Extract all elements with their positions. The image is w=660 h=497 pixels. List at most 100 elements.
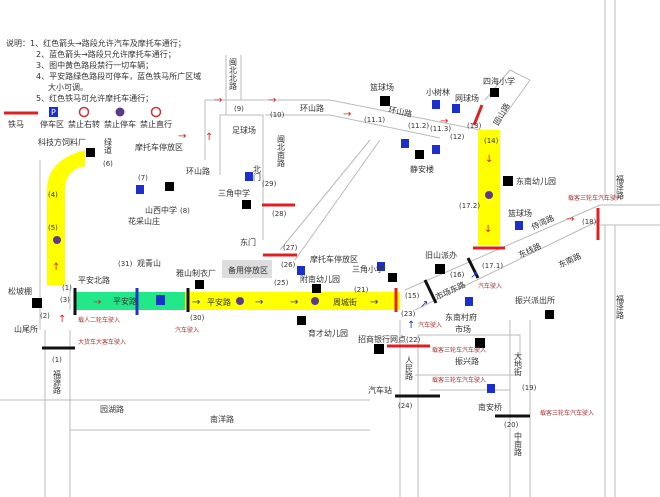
road-label: 环山路: [300, 103, 324, 113]
svg-text:→: →: [192, 297, 200, 308]
map-label: 载客三轮车汽车驶入: [432, 376, 486, 384]
legend-title: 说明：: [6, 39, 30, 48]
map-label: 松坡棚: [8, 286, 32, 296]
road-label: 福泽路: [616, 295, 625, 319]
map-label: (24): [398, 402, 413, 410]
parking-legend-icon: [49, 107, 58, 117]
place-labels: 科技方饲料厂 绿道 摩托车停放区 足球场 篮球场 小树林 网球场 四海小学 静安…: [8, 76, 556, 412]
legend-label: 停车区: [40, 119, 64, 129]
map-label: (21): [354, 286, 369, 294]
map-label: (17.1): [482, 262, 503, 270]
map-label: (25): [274, 279, 289, 287]
map-label: 招商银行网点: [358, 334, 406, 344]
legend-item: 1、红色箭头→路段允许汽车及摩托车通行；: [30, 39, 186, 48]
svg-text:→: →: [214, 95, 222, 106]
svg-text:→: →: [343, 109, 351, 120]
map-label: (15): [405, 292, 420, 300]
map-label: (8): [180, 207, 190, 215]
map-label: 东门: [240, 237, 256, 247]
map-label: (18): [582, 218, 597, 226]
map-label: 四海小学: [483, 76, 515, 86]
map-label: (11.3): [430, 125, 451, 133]
map-label: (17.2): [459, 202, 480, 210]
motorcycle-direction-arrows: →→→→↗↗↑: [192, 270, 478, 331]
legend-label: 禁止直行: [140, 119, 172, 129]
map-label: 三角小学: [352, 264, 384, 274]
map-label: 篮球场: [508, 208, 532, 218]
map-label: (16): [450, 271, 465, 279]
svg-text:↑: ↑: [58, 314, 66, 325]
map-label: 旧山派办: [425, 250, 457, 260]
map-label: (9): [234, 105, 244, 113]
svg-text:→: →: [440, 116, 448, 127]
svg-text:→: →: [370, 297, 378, 308]
map-label: (31): [118, 260, 133, 268]
entry-notes: 载人二轮车驶入 大货车大客车驶入 汽车驶入 汽车驶入 汽车驶入 载客三轮车汽车驶…: [78, 194, 622, 417]
map-label: 汽车驶入: [175, 326, 199, 334]
road-label: 闽北南路: [277, 135, 286, 167]
svg-text:→: →: [566, 214, 574, 225]
map-label: (30): [190, 314, 205, 322]
road-label: 侍湾路: [530, 213, 556, 232]
map-label: (13): [467, 122, 482, 130]
barriers: [42, 104, 600, 418]
road-label: 大地街: [514, 351, 523, 377]
road-label: 环山路: [186, 166, 210, 176]
parking-icons: [136, 100, 523, 393]
road-label: 东南路: [557, 251, 583, 270]
no-straight-legend-icon: [150, 106, 162, 118]
map-label: 小树林: [426, 87, 450, 97]
map-label: 汽车驶入: [418, 321, 442, 329]
map-label: (26): [281, 261, 296, 269]
legend-item: 5、红色铁马可允许摩托车通行；: [36, 94, 154, 103]
map-label: (28): [272, 210, 287, 218]
map-label: 雅山制衣厂: [176, 268, 216, 278]
map-label: (1): [62, 284, 72, 292]
map-label: 大货车大客车驶入: [78, 338, 126, 346]
map-label: (23): [401, 310, 416, 318]
legend-item: 3、图中黄色路段禁行一切车辆；: [36, 61, 154, 70]
reserve-parking-area: [222, 260, 272, 278]
legend-item: 2、蓝色箭头→路段只允许摩托车通行；: [36, 50, 176, 59]
svg-text:→: →: [255, 297, 263, 308]
map-label: 载客三轮车汽车驶入: [540, 409, 594, 417]
road-label: 东线路: [517, 241, 543, 260]
map-label: (1): [52, 356, 62, 364]
svg-text:↓: ↓: [485, 154, 493, 165]
road-label: 园湖路: [100, 404, 124, 414]
road-label: 福源路: [53, 370, 62, 394]
no-right-turn-legend-icon: [78, 106, 90, 118]
map-label: (2): [40, 312, 50, 320]
map-label: (20): [504, 421, 519, 429]
svg-text:→: →: [93, 297, 101, 308]
map-label: 山尾所: [14, 324, 38, 334]
map-label: 载人二轮车驶入: [78, 316, 120, 324]
map-label: 科技方饲料厂: [38, 137, 86, 147]
road-label: 平安北路: [78, 275, 110, 285]
map-label: (6): [103, 160, 113, 168]
map-label: (14): [484, 137, 499, 145]
no-parking-legend-icon: [115, 107, 125, 117]
landmark-markers: [32, 88, 554, 354]
closed-road-segment: [47, 150, 85, 285]
map-label: (10): [270, 111, 285, 119]
legend-item: 4、平安路绿色路段可停车，蓝色铁马所广区域: [36, 72, 202, 81]
road-label: 园山路: [491, 101, 512, 127]
map-label: 东南幼儿园: [516, 176, 556, 186]
svg-text:↑: ↑: [407, 320, 415, 331]
map-label: 静安楼: [410, 164, 434, 174]
map-label: 观青山: [137, 258, 161, 268]
map-label: (11.1): [364, 116, 385, 124]
map-label: 北门: [253, 165, 262, 182]
svg-text:↗: ↗: [470, 270, 478, 281]
map-label: 山西中学: [145, 205, 177, 215]
map-label: (27): [283, 244, 298, 252]
node-labels: (1)(2)(3) (4)(5)(6) (7)(8)(9) (10)(11.1)…: [40, 105, 597, 429]
parking-letter-icon: P: [51, 108, 56, 117]
svg-text:↗: ↗: [420, 299, 428, 310]
road-labels: 环山路 环山路 环山路 闽北北路 闽北南路 平安路 平安路 平安北路 周城街 市…: [53, 58, 625, 456]
closed-road-segment: [478, 130, 500, 245]
map-label: 汽车站: [368, 385, 392, 395]
road-label: 市场东路: [434, 279, 467, 302]
map-label: 足球场: [232, 125, 256, 135]
